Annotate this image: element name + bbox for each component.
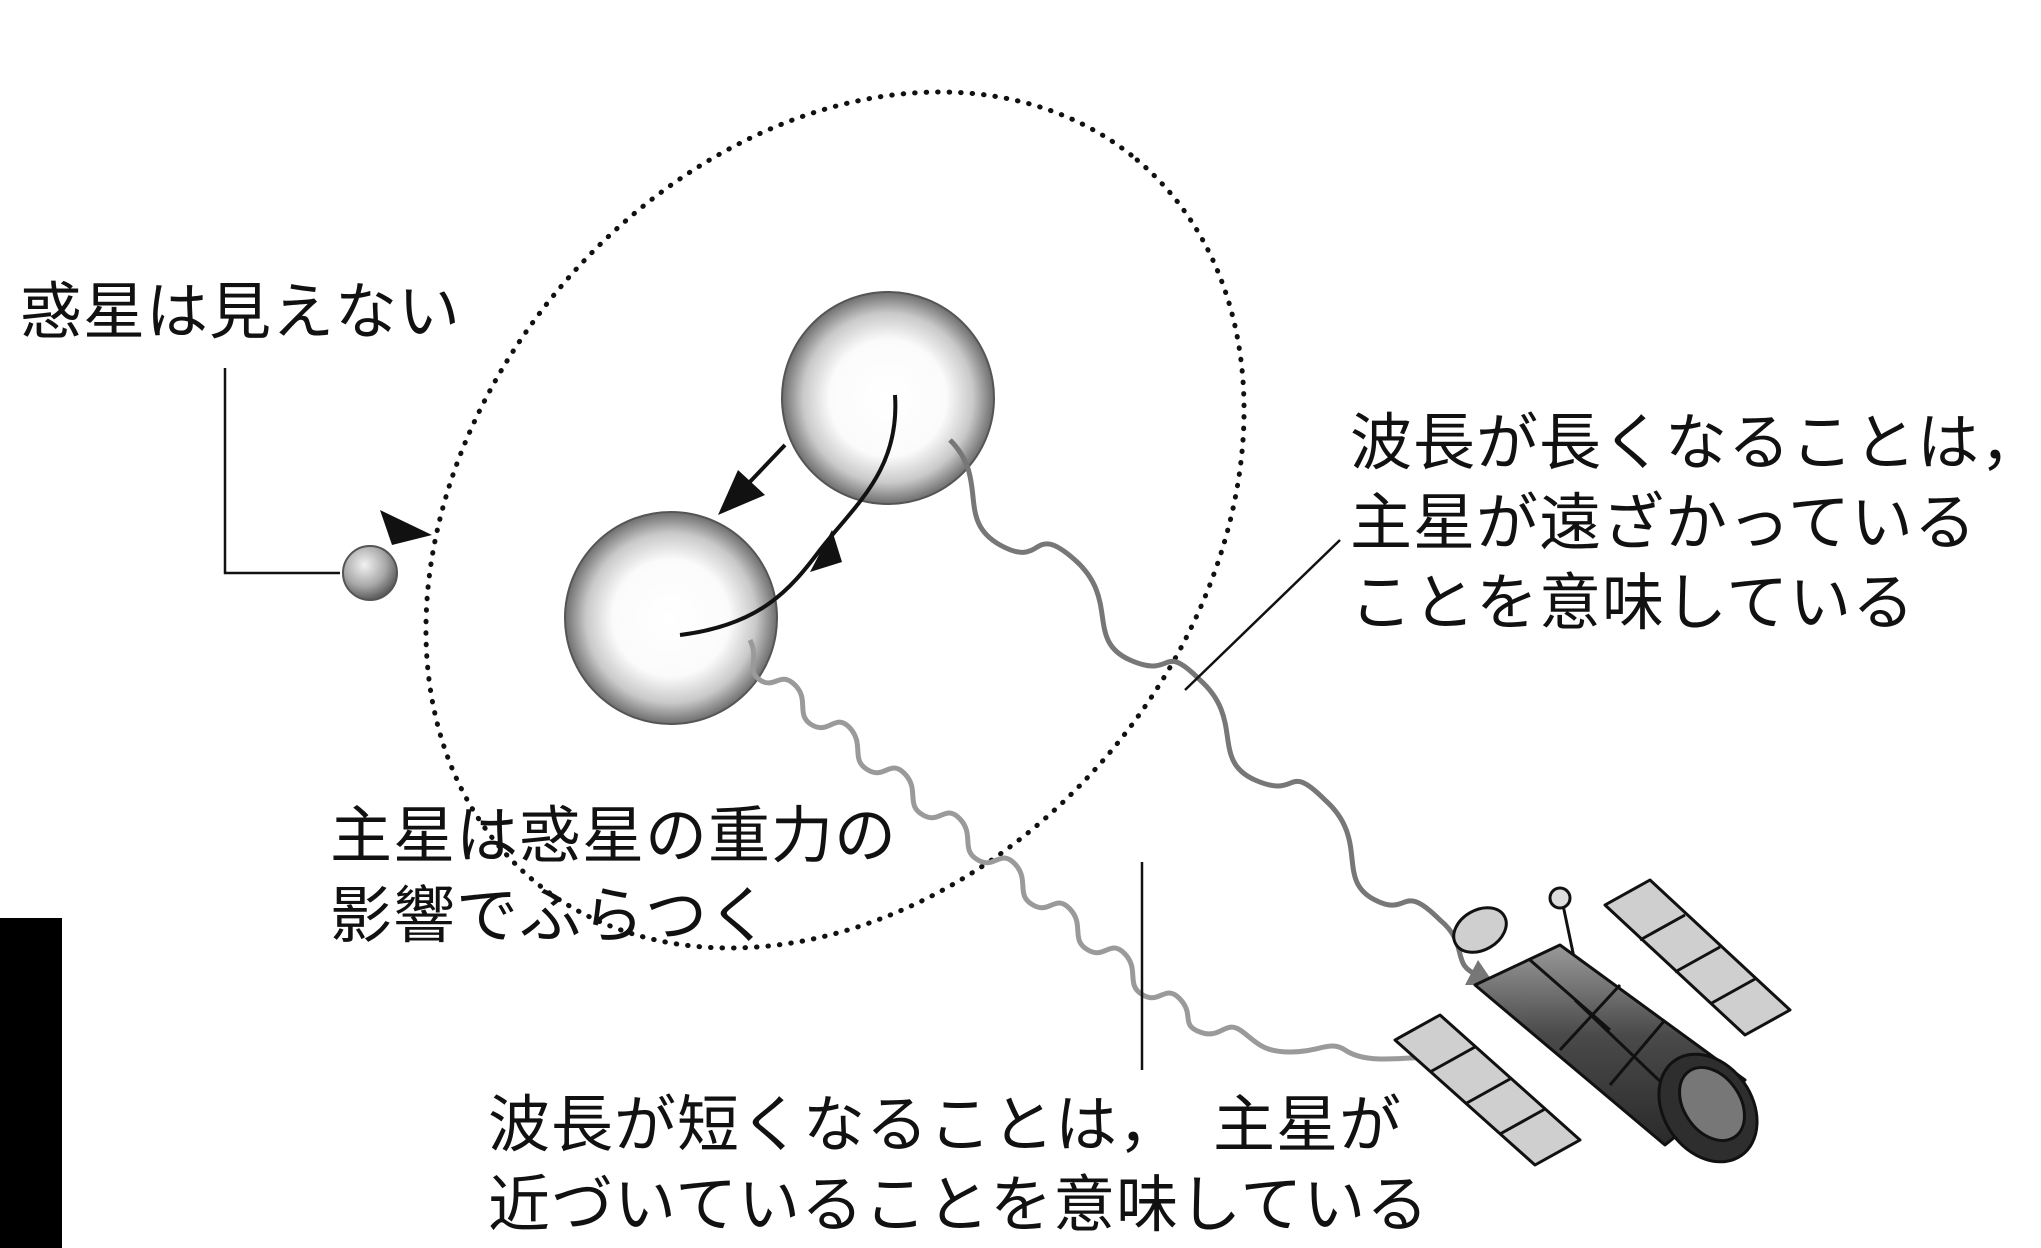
planet-invisible-label: 惑星は見えない <box>20 272 461 352</box>
blueshift-line-2: 近づいていることを意味している <box>488 1168 1430 1241</box>
star-receding-position <box>781 291 995 505</box>
planet-orbit <box>423 89 1247 951</box>
star-approaching-position <box>564 511 778 725</box>
planet <box>342 545 398 601</box>
motion-arrowhead-forward <box>810 530 842 572</box>
wave-long <box>948 438 1479 978</box>
redshift-label: 波長が長くなることは， 主星が遠ざかっている ことを意味している <box>1350 403 2041 643</box>
wave-short <box>747 638 1451 1063</box>
redshift-line-1: 波長が長くなることは， <box>1350 406 2041 479</box>
wobble-arrow-shaft <box>743 443 787 489</box>
star-wobble-line-1: 主星は惑星の重力の <box>330 799 898 872</box>
redshift-leader-line <box>1184 539 1341 691</box>
planet-leader-line <box>223 368 340 575</box>
star-wobble-label: 主星は惑星の重力の 影響でふらつく <box>330 796 897 956</box>
star-motion-curve <box>679 394 898 637</box>
planet-invisible-text: 惑星は見えない <box>20 275 462 348</box>
orbit-direction-arrow <box>380 510 432 545</box>
redshift-line-3: ことを意味している <box>1350 566 1916 639</box>
space-telescope-icon <box>1393 878 1792 1167</box>
wobble-arrowhead <box>718 470 765 515</box>
page-edge-tab <box>0 918 62 1248</box>
blueshift-line-1: 波長が短くなることは， 主星が <box>488 1088 1403 1161</box>
blueshift-label: 波長が短くなることは， 主星が 近づいていることを意味している <box>488 1085 1429 1245</box>
star-wobble-line-2: 影響でふらつく <box>330 879 772 952</box>
redshift-line-2: 主星が遠ざかっている <box>1350 486 1977 559</box>
